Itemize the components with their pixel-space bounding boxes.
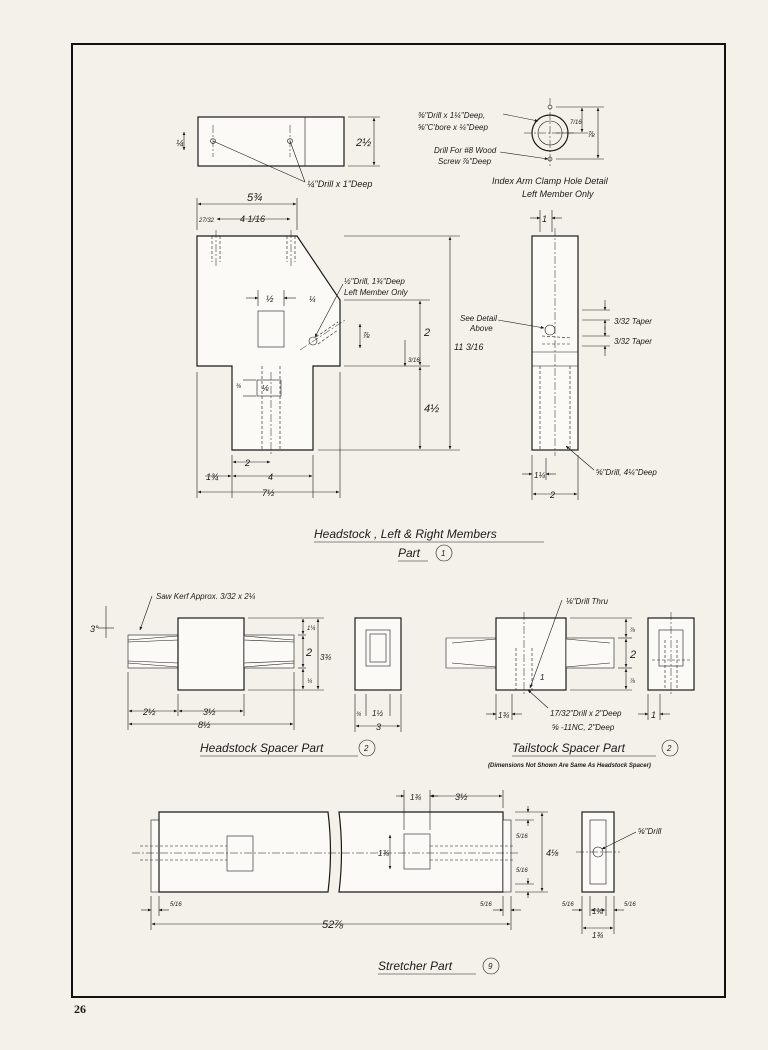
tsp-end-dim: 1 <box>651 710 656 720</box>
clamp-hole-detail <box>499 98 604 168</box>
hs-dim-11-3-16: 11 3/16 <box>454 342 483 352</box>
stretcher-part-num: 9 <box>488 962 493 971</box>
str-dim-3-1-2: 3½ <box>455 792 468 802</box>
stretcher-end-view <box>572 811 637 934</box>
headstock-title: Headstock , Left & Right Members <box>314 527 497 541</box>
hs-dim-1-4: ¼ <box>309 295 316 304</box>
tsp-drill-note-1: 17/32"Drill x 2"Deep <box>550 709 622 718</box>
str-end-drill: ⅝"Drill <box>638 827 662 836</box>
detail-dim-7-8: ⅞ <box>588 130 595 139</box>
hs-dim-4-1-2: 4½ <box>424 403 439 415</box>
hsp-dim-r2: 2 <box>305 647 312 659</box>
str-end-5-16-a: 5/16 <box>562 902 574 908</box>
stretcher-title: Stretcher Part <box>378 959 453 973</box>
hsp-dim-r3: 3¾ <box>320 653 331 662</box>
str-dim-5-16-b: 5/16 <box>516 868 528 874</box>
detail-note-2: ⅝"C'bore x ¼"Deep <box>418 123 488 132</box>
side-see-detail-2: Above <box>469 324 493 333</box>
tsp-part-circle <box>661 739 679 757</box>
hsp-dim-3deg: 3° <box>90 624 99 634</box>
headstock-part-label: Part <box>398 546 421 560</box>
headstock-spacer-end-view <box>354 617 402 732</box>
side-dim-1-1-4: 1¼ <box>534 471 545 480</box>
hs-dim-5-3-4: 5¾ <box>247 192 262 204</box>
side-taper-2: 3/32 Taper <box>614 337 652 346</box>
str-dim-5-16-left: 5/16 <box>170 902 182 908</box>
tsp-note: (Dimensions Not Shown Are Same As Headst… <box>488 763 651 769</box>
str-side-dim-1-3-4: 1¾ <box>378 849 389 858</box>
hs-bottom-dim-2: 2 <box>244 458 250 468</box>
tsp-dim-1: 1 <box>540 673 544 682</box>
top-block-view <box>182 116 380 183</box>
top-dim-2-1-2: 2½ <box>355 137 371 149</box>
str-end-1-1-8: 1⅛ <box>592 907 603 916</box>
drawing-border <box>71 43 726 998</box>
hsp-dim-2-1-2: 2½ <box>142 707 156 717</box>
side-taper-1: 3/32 Taper <box>614 317 652 326</box>
hs-dim-27-32: 27/32 <box>198 218 215 224</box>
headstock-front-view <box>196 198 460 498</box>
stretcher-part-circle <box>482 957 500 975</box>
detail-title-2: Left Member Only <box>522 189 594 199</box>
str-end-5-16-b: 5/16 <box>624 902 636 908</box>
detail-note-3: Drill For #8 Wood <box>434 146 497 155</box>
page-number: 26 <box>74 1002 86 1016</box>
hsp-part-circle <box>358 739 376 757</box>
headstock-part-circle <box>435 544 453 562</box>
top-drill-note: ¼"Drill x 1"Deep <box>307 179 372 189</box>
detail-note-1: ⅜"Drill x 1¼"Deep, <box>418 111 485 120</box>
headstock-side-view <box>497 210 610 500</box>
hs-dim-3-8: ⅜ <box>236 384 241 390</box>
str-dim-1-3-4: 1¾ <box>410 793 421 802</box>
str-dim-4-1-8: 4⅛ <box>546 848 559 858</box>
hs-dim-7-8: ⅞ <box>363 331 370 340</box>
hs-bottom-dim-7-1-2: 7½ <box>262 488 275 498</box>
headstock-part-num: 1 <box>441 549 445 558</box>
side-dim-2: 2 <box>549 490 555 500</box>
headstock-spacer-view <box>98 595 324 730</box>
side-see-detail-1: See Detail <box>460 314 497 323</box>
tailstock-spacer-end-view <box>638 612 695 720</box>
tsp-drill-note-2: ⅝ -11NC, 2"Deep <box>552 723 615 732</box>
hsp-title: Headstock Spacer Part <box>200 741 324 755</box>
tsp-dim-r2: 2 <box>629 649 636 661</box>
hsp-dim-3-1-2: 3½ <box>203 707 216 717</box>
top-dim-1-4: ¼ <box>176 138 184 148</box>
hs-dim-3-16: 3/16 <box>408 358 420 364</box>
tsp-title: Tailstock Spacer Part <box>512 741 626 755</box>
tsp-part-num: 2 <box>666 744 672 753</box>
tsp-dim-r1: ⅞ <box>630 628 635 634</box>
detail-note-4: Screw ⅞"Deep <box>438 157 492 166</box>
side-drill-note: ⅝"Drill, 4¼"Deep <box>596 468 657 477</box>
hs-drill-note-1: ½"Drill, 1¾"Deep <box>344 277 405 286</box>
hsp-end-dim-a: ¾ <box>356 712 361 718</box>
hs-bottom-dim-1-3-4: 1¾ <box>206 472 219 482</box>
hs-dim-4-1-16: 4 1/16 <box>240 214 265 224</box>
detail-dim-7-16: 7/16 <box>570 120 582 126</box>
tsp-dim-r3: ⅞ <box>630 679 635 685</box>
tailstock-spacer-view <box>445 599 632 720</box>
hsp-dim-r1: 1¼ <box>307 626 315 632</box>
hsp-part-num: 2 <box>363 744 369 753</box>
detail-title-1: Index Arm Clamp Hole Detail <box>492 176 609 186</box>
side-dim-1: 1 <box>542 214 547 224</box>
hs-bottom-dim-4: 4 <box>268 472 273 482</box>
hsp-kerf-note: Saw Kerf Approx. 3/32 x 2¼ <box>156 592 256 601</box>
str-dim-52-7-8: 52⅞ <box>322 919 343 931</box>
tsp-dim-1-3-4: 1¾ <box>498 711 509 720</box>
tsp-drill-thru: ⅛"Drill Thru <box>566 597 609 606</box>
str-dim-5-16-right: 5/16 <box>480 902 492 908</box>
hsp-end-dim-c: 3 <box>376 722 381 732</box>
hs-dim-1-8: ⅛ <box>262 384 269 393</box>
hsp-dim-8-1-2: 8½ <box>198 720 211 730</box>
str-dim-5-16-a: 5/16 <box>516 834 528 840</box>
hsp-end-dim-b: 1½ <box>372 709 383 718</box>
stretcher-view <box>132 790 548 930</box>
str-end-1-3-4: 1¾ <box>592 931 603 940</box>
hs-drill-note-2: Left Member Only <box>344 288 409 297</box>
hs-dim-2: 2 <box>423 327 430 339</box>
hs-dim-1-2: ½ <box>266 294 274 304</box>
hsp-dim-r4: ¼ <box>307 679 312 685</box>
